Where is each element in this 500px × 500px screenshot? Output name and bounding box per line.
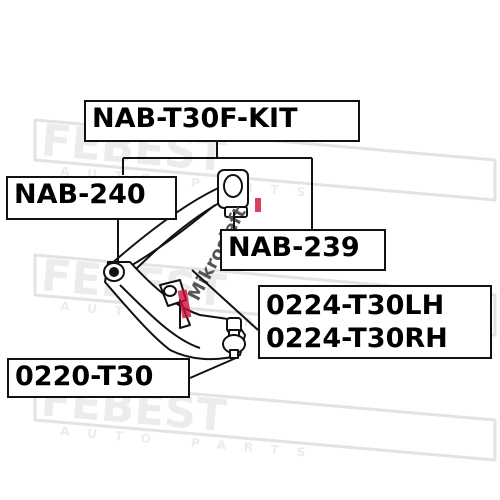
label-0224-rh-text: 0224-T30RH bbox=[266, 323, 448, 354]
label-0224: 0224-T30LH 0224-T30RH bbox=[258, 285, 492, 359]
control-arm-illustration bbox=[103, 169, 249, 361]
label-0220: 0220-T30 bbox=[7, 358, 190, 398]
label-kit: NAB-T30F-KIT bbox=[84, 100, 360, 142]
leader-lines bbox=[117, 141, 313, 379]
label-nab-240-text: NAB-240 bbox=[14, 179, 146, 210]
label-nab-239: NAB-239 bbox=[220, 229, 386, 271]
label-nab-239-text: NAB-239 bbox=[228, 232, 360, 263]
label-nab-240: NAB-240 bbox=[6, 176, 177, 220]
label-0224-lh-text: 0224-T30LH bbox=[266, 290, 445, 321]
highlight-mark bbox=[177, 198, 261, 319]
watermark bbox=[33, 118, 497, 462]
label-kit-text: NAB-T30F-KIT bbox=[92, 103, 298, 134]
label-0220-text: 0220-T30 bbox=[15, 361, 154, 392]
